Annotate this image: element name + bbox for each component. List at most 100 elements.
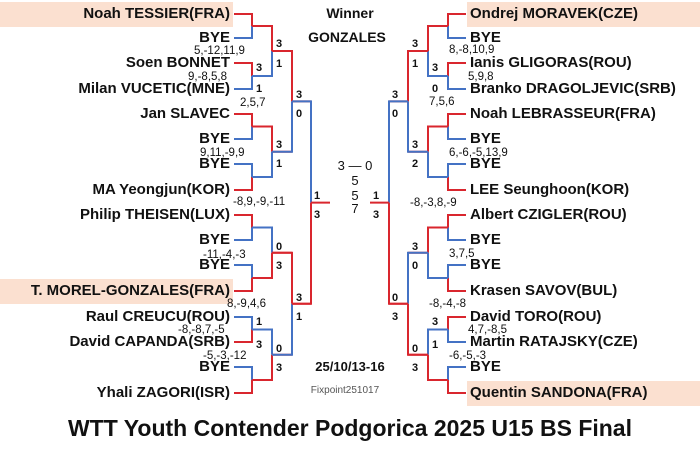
- match-score: 3: [296, 89, 303, 101]
- match-score: 1: [276, 158, 283, 170]
- match-score: 0: [432, 83, 439, 95]
- final-score-right: 3: [373, 209, 380, 221]
- player-right-13: David TORO(ROU): [470, 308, 602, 325]
- champion-highlight: [0, 279, 233, 304]
- player-left-14: David CAPANDA(SRB): [69, 333, 230, 350]
- player-right-4: Branko DRAGOLJEVIC(SRB): [470, 80, 676, 97]
- winner-line: [252, 125, 273, 152]
- game-score: 7,5,6: [429, 96, 455, 108]
- final-score-left: 3: [314, 209, 321, 221]
- game-score: -6,-5,-3: [449, 350, 487, 362]
- winner-line: [447, 113, 466, 127]
- player-right-3: Ianis GLIGORAS(ROU): [470, 54, 632, 71]
- player-left-9: Philip THEISEN(LUX): [80, 206, 230, 223]
- match-score: 3: [412, 38, 419, 50]
- player-left-5: Jan SLAVEC: [140, 105, 230, 122]
- match-score: 3: [276, 38, 283, 50]
- match-score: 0: [276, 343, 283, 355]
- winner-line: [252, 25, 273, 51]
- player-left-6: BYE: [199, 130, 230, 147]
- winner-line: [234, 278, 253, 292]
- winner-line: [407, 303, 428, 356]
- loser-line: [234, 316, 253, 330]
- player-right-10: BYE: [470, 231, 501, 248]
- match-score: 3: [276, 260, 283, 272]
- winner-label: Winner: [326, 5, 374, 21]
- match-score: 1: [276, 58, 283, 70]
- winner-line: [447, 13, 466, 26]
- match-score: 1: [412, 58, 419, 70]
- match-score: 3: [432, 316, 439, 328]
- player-right-12: Krasen SAVOV(BUL): [470, 282, 618, 299]
- match-score: 3: [392, 311, 399, 323]
- final-set-score: 3 — 0: [337, 158, 373, 173]
- champion-highlight: [0, 2, 233, 27]
- match-score: 0: [392, 292, 399, 304]
- winner-line: [234, 177, 253, 191]
- winner-line: [272, 50, 293, 102]
- final-score-right: 1: [373, 190, 380, 202]
- player-left-10: BYE: [199, 231, 230, 248]
- match-score: 1: [432, 339, 439, 351]
- final-game-score: 5: [351, 188, 359, 203]
- winner-line: [234, 13, 253, 26]
- match-score: 0: [276, 241, 283, 253]
- match-score: 3: [296, 292, 303, 304]
- finalist-highlight: [467, 381, 700, 406]
- event-date: 25/10/13-16: [315, 359, 385, 374]
- match-score: 1: [296, 311, 303, 323]
- player-right-6: BYE: [470, 130, 501, 147]
- player-left-15: BYE: [199, 358, 230, 375]
- loser-line: [234, 163, 253, 177]
- player-left-13: Raul CREUCU(ROU): [85, 308, 230, 325]
- match-score: 0: [412, 343, 419, 355]
- player-right-16: Quentin SANDONA(FRA): [470, 384, 648, 401]
- loser-line: [447, 329, 466, 343]
- player-right-5: Noah LEBRASSEUR(FRA): [470, 105, 656, 122]
- game-score: -8,9,-9,-11: [233, 196, 286, 208]
- winner-line: [447, 316, 466, 330]
- winner-line: [447, 278, 466, 292]
- winner-line: [234, 113, 253, 127]
- player-right-7: BYE: [470, 155, 501, 172]
- loser-line: [234, 26, 253, 39]
- player-right-9: Albert CZIGLER(ROU): [470, 206, 627, 223]
- credit: Fixpoint251017: [310, 385, 380, 396]
- loser-line: [427, 252, 448, 279]
- game-score: 2,5,7: [240, 97, 266, 109]
- loser-line: [447, 126, 466, 140]
- match-score: 0: [392, 108, 399, 120]
- loser-line: [447, 366, 466, 380]
- winner-line: [388, 202, 408, 305]
- match-score: 3: [392, 89, 399, 101]
- loser-line: [427, 151, 448, 178]
- game-score: -11,-4,-3: [203, 249, 246, 261]
- loser-line: [388, 100, 408, 203]
- match-score: 3: [276, 362, 283, 374]
- game-score: 4,7,-8,5: [468, 324, 507, 336]
- player-right-14: Martin RATAJSKY(CZE): [470, 333, 638, 350]
- loser-line: [447, 227, 466, 241]
- winner-line: [234, 62, 253, 76]
- game-score: -8,-4,-8: [429, 298, 467, 310]
- game-score: 8,-8,10,9: [449, 44, 495, 56]
- loser-line: [252, 226, 273, 253]
- player-left-11: BYE: [199, 256, 230, 273]
- game-score: 9,11,-9,9: [200, 147, 245, 159]
- game-score: 5,-12,11,9: [194, 45, 245, 57]
- match-score: 3: [412, 362, 419, 374]
- game-score: 8,-9,4,6: [227, 298, 266, 310]
- winner-line: [427, 25, 448, 51]
- loser-line: [234, 366, 253, 380]
- player-left-1: Noah TESSIER(FRA): [83, 5, 230, 22]
- winner-line: [252, 354, 273, 381]
- game-score: 5,9,8: [468, 71, 494, 83]
- player-right-11: BYE: [470, 256, 501, 273]
- loser-line: [427, 51, 448, 77]
- winner-line: [447, 62, 466, 76]
- game-score: 9,-8,5,8: [188, 71, 227, 83]
- player-left-7: BYE: [199, 155, 230, 172]
- winner-line: [272, 251, 293, 304]
- loser-line: [252, 51, 273, 77]
- player-right-15: BYE: [470, 358, 501, 375]
